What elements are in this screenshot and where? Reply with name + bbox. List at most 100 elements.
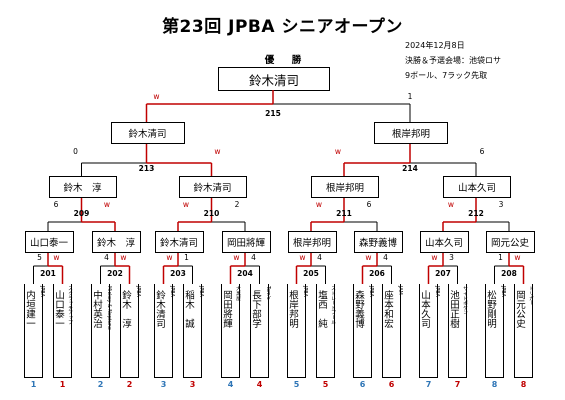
- player-name: 塩西 純: [316, 290, 327, 328]
- match-right-score: 1: [407, 92, 413, 101]
- match-left-score: 6: [53, 200, 59, 209]
- quarter-winner-box: 山本久司: [443, 176, 511, 198]
- match-right-score: 6: [366, 200, 372, 209]
- round2-player-box: 岡元公史: [485, 231, 535, 253]
- player-team: JPBA: [198, 286, 203, 297]
- player-name: 池田正樹: [448, 290, 459, 328]
- player-name: 岡元公史: [514, 290, 525, 328]
- round2-player-box: 岡田將輝: [221, 231, 271, 253]
- seed-number: 2: [97, 380, 104, 389]
- player-name: 鈴木清司: [154, 290, 165, 328]
- player-column: 岡田將輝大黒屋: [221, 284, 240, 378]
- player-team: サイドポケン: [462, 286, 467, 315]
- round2-player-box: 鈴木 淳: [91, 231, 141, 253]
- player-team: トリガー: [528, 286, 533, 306]
- player-team: Mickey & Neptune: [106, 286, 111, 330]
- champion-name: 鈴木清司: [248, 72, 299, 88]
- player-team: JPBA: [39, 286, 44, 297]
- player-name: 松野剛明: [485, 290, 496, 328]
- match-right-score: 1: [184, 253, 189, 262]
- player-team: Tom's: [265, 286, 270, 300]
- player-column: 森野義博 JPBA: [353, 284, 373, 378]
- round2-player-name: 山口泰一: [29, 238, 68, 249]
- match-number: 207: [435, 269, 451, 278]
- event-format: 9ボール、7ラック先取: [405, 71, 488, 80]
- match-left-score: w: [334, 147, 342, 156]
- match-right-score: w: [103, 200, 111, 209]
- event-date: 2024年12月8日: [405, 41, 465, 50]
- match-left-score: w: [233, 253, 240, 262]
- player-name: 山口泰一: [53, 290, 64, 328]
- finalist-name: 鈴木清司: [128, 129, 167, 140]
- player-name: 稲木 誠: [183, 290, 194, 328]
- round2-player-box: 鈴木清司: [154, 231, 204, 253]
- quarter-winner-name: 根岸邦明: [325, 183, 364, 194]
- match-number: 205: [303, 269, 319, 278]
- player-team: ストレートプール: [330, 286, 335, 325]
- match-number: 206: [369, 269, 385, 278]
- player-name: 根岸邦明: [287, 290, 298, 328]
- player-name: 岡田將輝: [221, 290, 232, 328]
- seed-number: 7: [425, 380, 432, 389]
- event-venue: 決勝＆予選会場：池袋ロサ: [405, 56, 501, 65]
- player-column: 池田正樹サイドポケン: [448, 284, 467, 378]
- quarter-winner-name: 山本久司: [457, 183, 496, 194]
- player-team: JPBA: [135, 286, 140, 297]
- player-column: 鈴木清司 JPBA: [154, 284, 174, 378]
- match-right-score: 4: [317, 253, 322, 262]
- player-team: JAM: [397, 286, 402, 295]
- player-team: JPBA: [169, 286, 174, 297]
- quarter-winner-name: 鈴木 淳: [63, 183, 102, 194]
- seed-number: 3: [160, 380, 167, 389]
- finalist-box: 根岸邦明: [374, 122, 448, 144]
- seed-number: 3: [189, 380, 196, 389]
- player-name: 山本久司: [419, 290, 430, 328]
- player-name: 内垣建一: [24, 290, 35, 328]
- finalist-box: 鈴木清司: [110, 122, 185, 144]
- quarter-winner-name: 鈴木清司: [193, 183, 232, 194]
- player-team: 大黒屋: [235, 286, 240, 301]
- round2-player-box: 山本久司: [419, 231, 469, 253]
- round2-player-box: 森野義博: [353, 231, 403, 253]
- player-column: 松野剛明 JPBA: [485, 284, 505, 378]
- match-number: 212: [468, 209, 484, 218]
- match-right-score: w: [120, 253, 127, 262]
- seed-number: 1: [30, 380, 37, 389]
- round2-player-box: 根岸邦明: [287, 231, 337, 253]
- player-name: 森野義博: [353, 290, 364, 328]
- match-number: 209: [73, 209, 90, 218]
- seed-number: 7: [454, 380, 461, 389]
- match-right-score: w: [214, 147, 221, 156]
- player-column: 中村英治 Mickey & Neptune: [91, 284, 111, 378]
- player-column: 内垣建一 JPBA: [24, 284, 44, 378]
- match-number: 213: [138, 164, 155, 173]
- player-name: 座本和宏: [382, 290, 393, 328]
- player-name: 中村英治: [91, 290, 102, 328]
- player-team: JPBA: [434, 286, 439, 297]
- seed-number: 4: [227, 380, 234, 389]
- champion-label: 優 勝: [264, 55, 306, 66]
- player-name: 長下部学: [250, 290, 261, 328]
- match-number: 211: [336, 209, 352, 218]
- match-right-score: 2: [234, 200, 240, 209]
- match-left-score: w: [431, 253, 438, 262]
- match-right-score: 3: [498, 200, 504, 209]
- player-column: 長下部学 Tom's: [250, 284, 270, 378]
- seed-number: 5: [293, 380, 300, 389]
- player-team: JPBA: [368, 286, 373, 297]
- match-left-score: 1: [498, 253, 503, 262]
- match-left-score: w: [365, 253, 372, 262]
- match-left-score: 0: [73, 147, 78, 156]
- seed-number: 6: [388, 380, 395, 389]
- match-left-score: w: [315, 200, 323, 209]
- match-left-score: w: [299, 253, 306, 262]
- player-column: 山本久司 JPBA: [419, 284, 439, 378]
- player-column: 山口泰一スクラッチアップ: [53, 284, 72, 378]
- player-team: JPBA: [500, 286, 505, 297]
- seed-number: 2: [126, 380, 133, 389]
- seed-number: 5: [322, 380, 329, 389]
- round2-player-name: 根岸邦明: [292, 238, 331, 249]
